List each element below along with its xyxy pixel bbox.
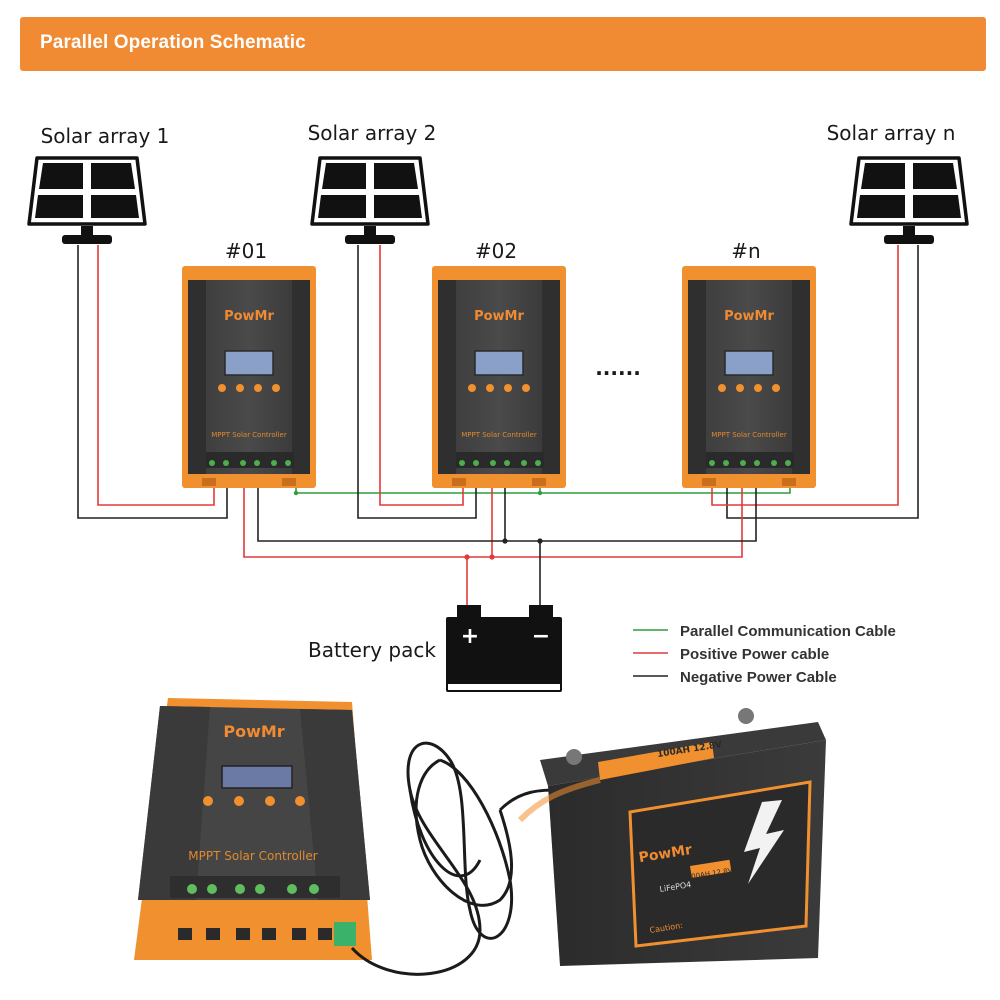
terminal [490, 460, 496, 466]
terminal [459, 460, 465, 466]
controller-02: #02 PowMr MPPT Solar Controller [432, 239, 566, 488]
brand-logo: PowMr [724, 309, 774, 324]
battery-pos-bus [243, 478, 743, 558]
controller-n: #n PowMr MPPT Solar Controller [682, 239, 816, 488]
solar-array-n: Solar array n [827, 121, 969, 244]
terminal [271, 460, 277, 466]
product-controller: PowMr MPPT Solar Controller [134, 698, 372, 960]
header-banner [20, 17, 986, 71]
product-battery: 100AH 12.8V PowMr LiFePO4 100AH 12.8V Ca… [517, 708, 826, 966]
control-button[interactable] [272, 384, 280, 392]
comm-port [334, 922, 356, 946]
controller-caption: MPPT Solar Controller [711, 431, 787, 439]
controller-caption: MPPT Solar Controller [461, 431, 537, 439]
arrayn-pos [711, 245, 899, 506]
minus-sign: − [532, 624, 550, 649]
ellipsis: ...... [595, 356, 641, 380]
junction-dot [537, 538, 543, 544]
terminal [754, 460, 760, 466]
solar-array-label: Solar array n [827, 121, 956, 145]
control-button[interactable] [772, 384, 780, 392]
terminal [709, 460, 715, 466]
control-button[interactable] [522, 384, 530, 392]
solar-array-label: Solar array 1 [41, 124, 170, 148]
array2-pos [379, 245, 464, 506]
legend: Parallel Communication Cable Positive Po… [633, 623, 896, 686]
page-title: Parallel Operation Schematic [40, 32, 306, 53]
terminal [473, 460, 479, 466]
control-button[interactable] [736, 384, 744, 392]
terminal [240, 460, 246, 466]
battery-label: Battery pack [308, 638, 436, 662]
battery-pack: Battery pack + − [308, 605, 562, 692]
junction-dot [489, 554, 495, 560]
junction-dot [293, 490, 299, 496]
legend-pos: Positive Power cable [680, 646, 829, 663]
array2-neg [357, 245, 477, 519]
terminal [521, 460, 527, 466]
brand-logo: PowMr [474, 309, 524, 324]
controller-caption: MPPT Solar Controller [211, 431, 287, 439]
plus-sign: + [461, 624, 479, 649]
product-lcd [221, 765, 293, 789]
legend-neg: Negative Power Cable [680, 669, 837, 686]
control-button[interactable] [218, 384, 226, 392]
terminal [209, 460, 215, 466]
junction-dot [502, 538, 508, 544]
arrayn-neg [726, 245, 919, 519]
legend-comm: Parallel Communication Cable [680, 623, 896, 640]
control-button[interactable] [486, 384, 494, 392]
controller-id: #01 [225, 239, 267, 263]
wiring [77, 245, 919, 605]
control-button[interactable] [468, 384, 476, 392]
control-button[interactable] [236, 384, 244, 392]
solar-array-label: Solar array 2 [308, 121, 437, 145]
terminal [723, 460, 729, 466]
terminal [740, 460, 746, 466]
product-caption: MPPT Solar Controller [188, 849, 317, 863]
controller-01: #01 PowMr MPPT Solar Controller [182, 239, 316, 488]
lcd-display [224, 350, 274, 376]
junction-dot [464, 554, 470, 560]
solar-array-2: Solar array 2 [308, 121, 437, 244]
controller-id: #02 [475, 239, 517, 263]
brand-logo: PowMr [224, 309, 274, 324]
lcd-display [474, 350, 524, 376]
control-button[interactable] [504, 384, 512, 392]
product-brand: PowMr [223, 722, 284, 741]
terminal [771, 460, 777, 466]
control-button[interactable] [254, 384, 262, 392]
terminal [254, 460, 260, 466]
terminal [535, 460, 541, 466]
terminal [285, 460, 291, 466]
solar-array-1: Solar array 1 [27, 124, 170, 244]
terminal [785, 460, 791, 466]
lightning-bolt-icon [744, 800, 784, 884]
terminal [223, 460, 229, 466]
array1-neg [77, 245, 228, 519]
terminal [504, 460, 510, 466]
control-button[interactable] [754, 384, 762, 392]
battery-icon [446, 617, 562, 692]
controller-id: #n [731, 239, 760, 263]
array1-pos [97, 245, 215, 506]
control-button[interactable] [718, 384, 726, 392]
junction-dot [537, 490, 543, 496]
lcd-display [724, 350, 774, 376]
